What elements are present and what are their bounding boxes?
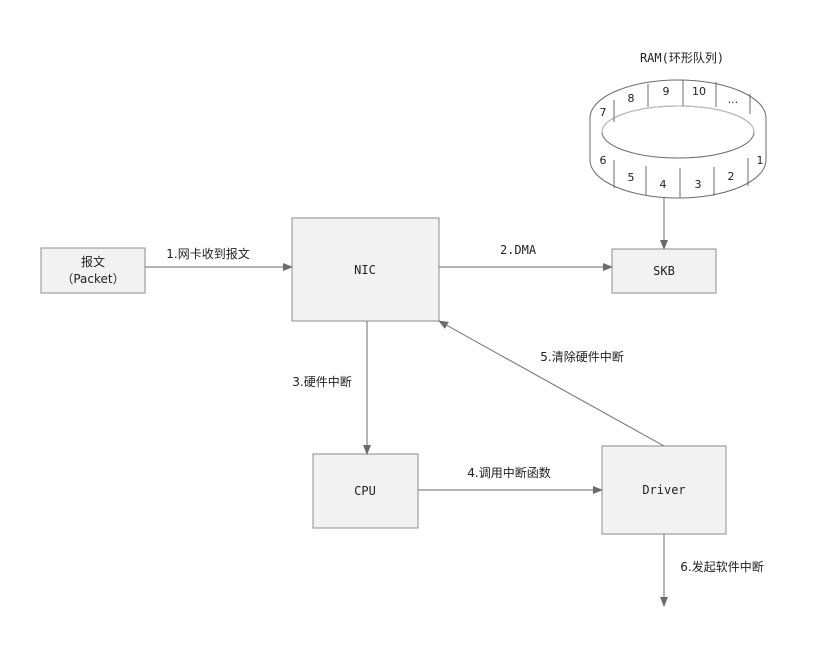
ram-cell: 9 <box>663 85 670 98</box>
ram-cell: 7 <box>600 106 607 119</box>
ram-cell: 1 <box>757 154 764 167</box>
ram-ring-buffer: RAM(环形队列) 1 2 3 4 5 6 7 8 9 10 ... <box>589 50 767 199</box>
packet-sublabel: （Packet） <box>61 272 124 286</box>
node-cpu: CPU <box>312 453 419 529</box>
node-driver: Driver <box>601 445 727 535</box>
ram-cell: 4 <box>660 178 667 191</box>
edge-label-clear-interrupt: 5.清除硬件中断 <box>540 349 623 364</box>
edge-label-dma: 2.DMA <box>500 243 537 257</box>
driver-label: Driver <box>642 483 685 497</box>
ram-cell: 3 <box>695 178 702 191</box>
skb-label: SKB <box>653 264 675 278</box>
node-skb: SKB <box>611 248 717 294</box>
node-packet: 报文 （Packet） <box>40 247 146 294</box>
node-nic: NIC <box>291 217 440 322</box>
ram-cell: ... <box>728 93 739 106</box>
ram-cell: 8 <box>628 92 635 105</box>
ring-inner-edge <box>601 105 755 133</box>
nic-label: NIC <box>354 263 376 277</box>
edge-label-soft-interrupt: 6.发起软件中断 <box>680 559 763 574</box>
ram-cell: 2 <box>728 170 735 183</box>
edge-driver-nic <box>438 320 665 447</box>
edge-label-receive: 1.网卡收到报文 <box>166 246 249 261</box>
edge-label-hw-interrupt: 3.硬件中断 <box>292 374 351 389</box>
ram-cell: 5 <box>628 171 635 184</box>
cpu-label: CPU <box>354 484 376 498</box>
ram-cell: 6 <box>600 154 607 167</box>
ram-title: RAM(环形队列) <box>640 50 724 65</box>
edge-label-call-handler: 4.调用中断函数 <box>467 465 550 480</box>
packet-label: 报文 <box>81 254 105 269</box>
ram-cell: 10 <box>692 85 706 98</box>
